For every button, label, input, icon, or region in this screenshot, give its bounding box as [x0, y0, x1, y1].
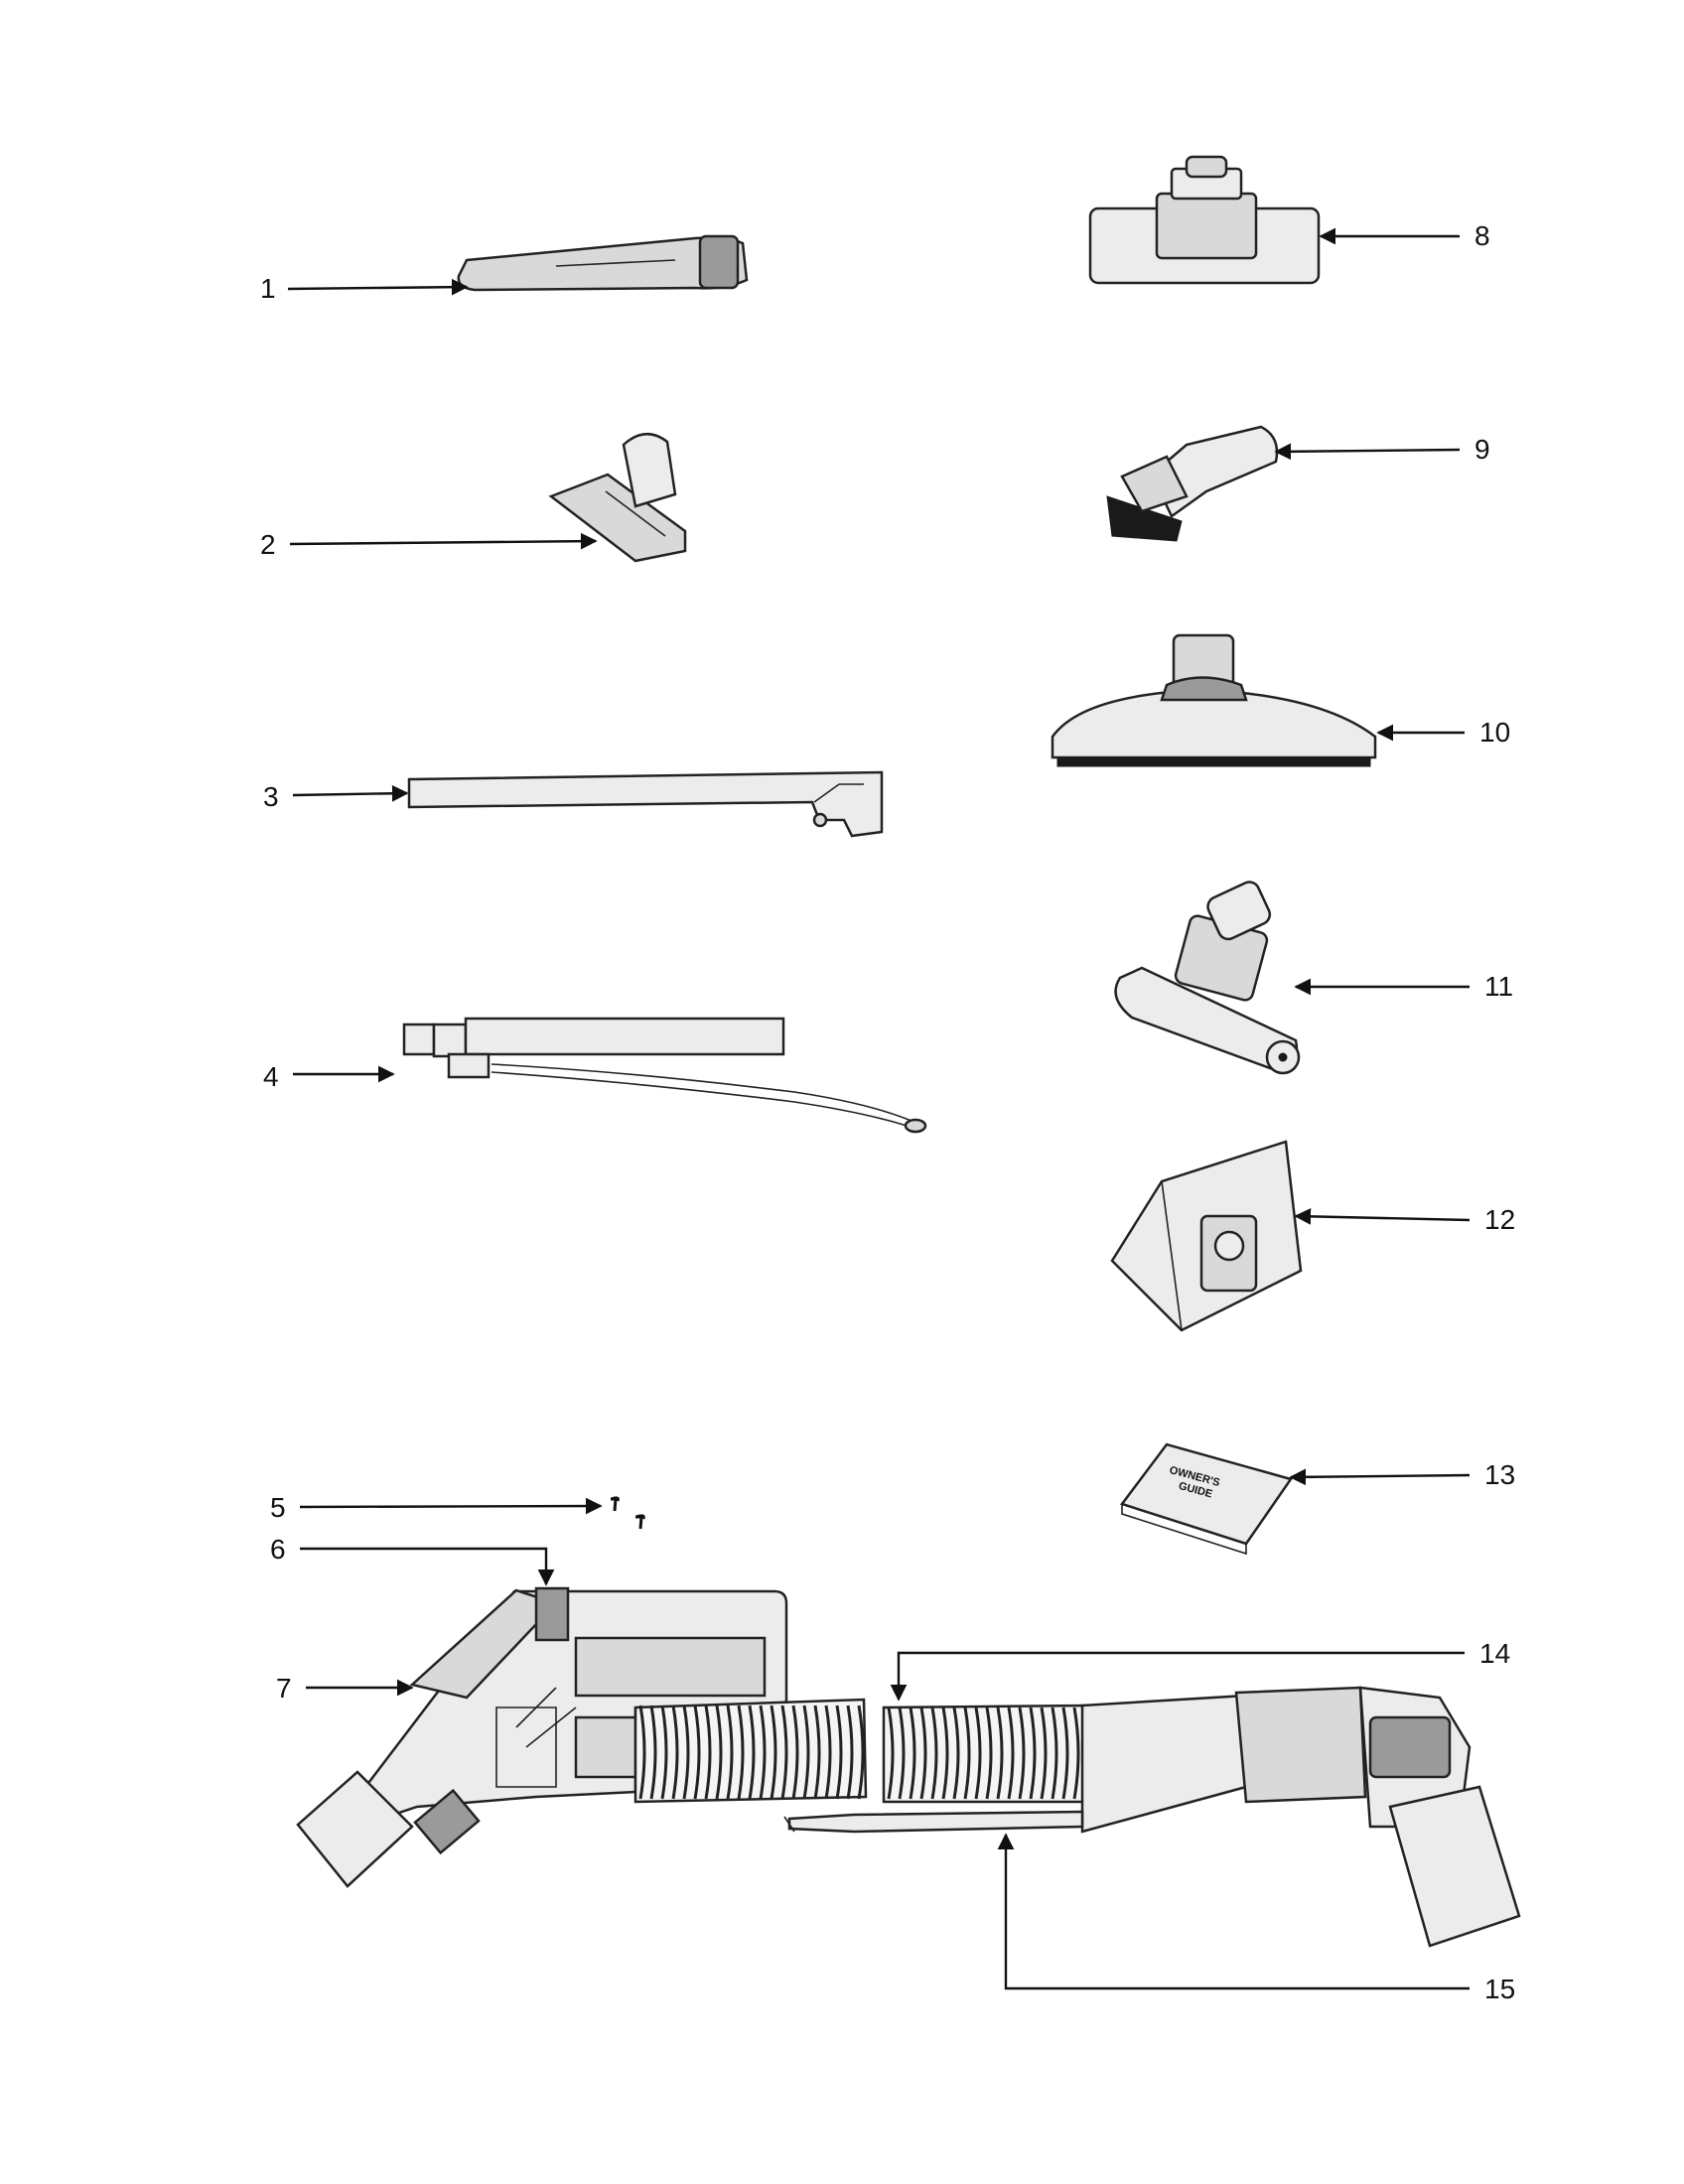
hose-rib [791, 1705, 799, 1800]
hose-rib [952, 1706, 960, 1800]
hose-rib [898, 1706, 906, 1800]
part-5-screws [611, 1496, 645, 1530]
hose-rib [660, 1705, 668, 1800]
hose-rib [715, 1705, 723, 1800]
label-10: 10 [1479, 717, 1510, 748]
label-5: 5 [270, 1492, 286, 1523]
hose-rib [1051, 1706, 1058, 1800]
hose-rib [919, 1706, 927, 1800]
part-13-owners-guide: OWNER'S GUIDE [1119, 1442, 1294, 1556]
hose-rib [813, 1705, 821, 1800]
hose-rib [963, 1706, 971, 1800]
leader-5 [299, 1497, 603, 1515]
part-10-floor-brush [1051, 633, 1377, 767]
hose-rib [726, 1705, 734, 1800]
hose-rib [748, 1705, 756, 1800]
label-9: 9 [1474, 434, 1490, 465]
hose-rib [930, 1706, 938, 1800]
hose-coil-ribs [638, 1705, 1080, 1800]
hose-rib [974, 1706, 982, 1800]
label-12: 12 [1484, 1204, 1515, 1235]
label-3: 3 [263, 781, 279, 812]
leader-1 [287, 278, 469, 296]
hose-rib [941, 1706, 949, 1800]
hose-rib [759, 1705, 767, 1800]
hose-rib [824, 1705, 832, 1800]
leader-3 [292, 784, 409, 802]
leader-9 [1274, 443, 1461, 461]
part-9-dusting-brush [1106, 425, 1279, 542]
leader-15 [997, 1833, 1470, 1990]
label-6: 6 [270, 1534, 286, 1565]
hose-rib [1018, 1706, 1026, 1800]
label-15: 15 [1484, 1974, 1515, 2004]
part-8-rug-tool [1088, 155, 1321, 285]
hose-rib [846, 1705, 854, 1800]
hose-right-section [882, 1686, 1521, 1948]
leader-2 [289, 532, 598, 550]
hose-rib [835, 1705, 843, 1800]
part-2-upholstery-tool [548, 433, 687, 563]
hose-rib [693, 1705, 701, 1800]
hose-rib [649, 1705, 657, 1800]
label-2: 2 [260, 529, 276, 560]
hose-rib [985, 1706, 993, 1800]
hose-rib [1029, 1706, 1037, 1800]
hose-rib [1061, 1706, 1069, 1800]
hose-rib [780, 1705, 788, 1800]
hose-rib [1072, 1706, 1080, 1800]
leader-6 [300, 1547, 555, 1586]
hose-rib [737, 1705, 745, 1800]
label-1: 1 [260, 273, 276, 304]
leader-12 [1294, 1207, 1471, 1225]
part-3-extension-wand [407, 770, 884, 838]
label-14: 14 [1479, 1638, 1510, 1669]
hose-rib [887, 1706, 895, 1800]
part-11-turbo-brush [1114, 881, 1301, 1075]
label-11: 11 [1484, 971, 1513, 1002]
label-8: 8 [1474, 220, 1490, 251]
hose-rib [1040, 1706, 1048, 1800]
hose-rib [682, 1705, 690, 1800]
hose-rib [638, 1705, 646, 1800]
hose-rib [909, 1706, 916, 1800]
part-15-cord [783, 1810, 1084, 1834]
label-4: 4 [263, 1061, 279, 1092]
label-7: 7 [276, 1673, 292, 1704]
hose-rib [1007, 1706, 1015, 1800]
part-4-electric-wand [402, 1017, 927, 1134]
hose-rib [996, 1706, 1004, 1800]
hose-handle-assembly [296, 1586, 788, 1888]
part-12-dust-bag [1110, 1140, 1303, 1332]
hose-rib [704, 1705, 712, 1800]
hose-rib [671, 1705, 679, 1800]
hose-rib [802, 1705, 810, 1800]
leader-13 [1289, 1468, 1471, 1486]
label-13: 13 [1484, 1459, 1515, 1490]
hose-rib [857, 1705, 865, 1800]
part-1-crevice-tool [457, 234, 749, 292]
leader-14 [890, 1651, 1465, 1702]
hose-rib [770, 1705, 777, 1800]
